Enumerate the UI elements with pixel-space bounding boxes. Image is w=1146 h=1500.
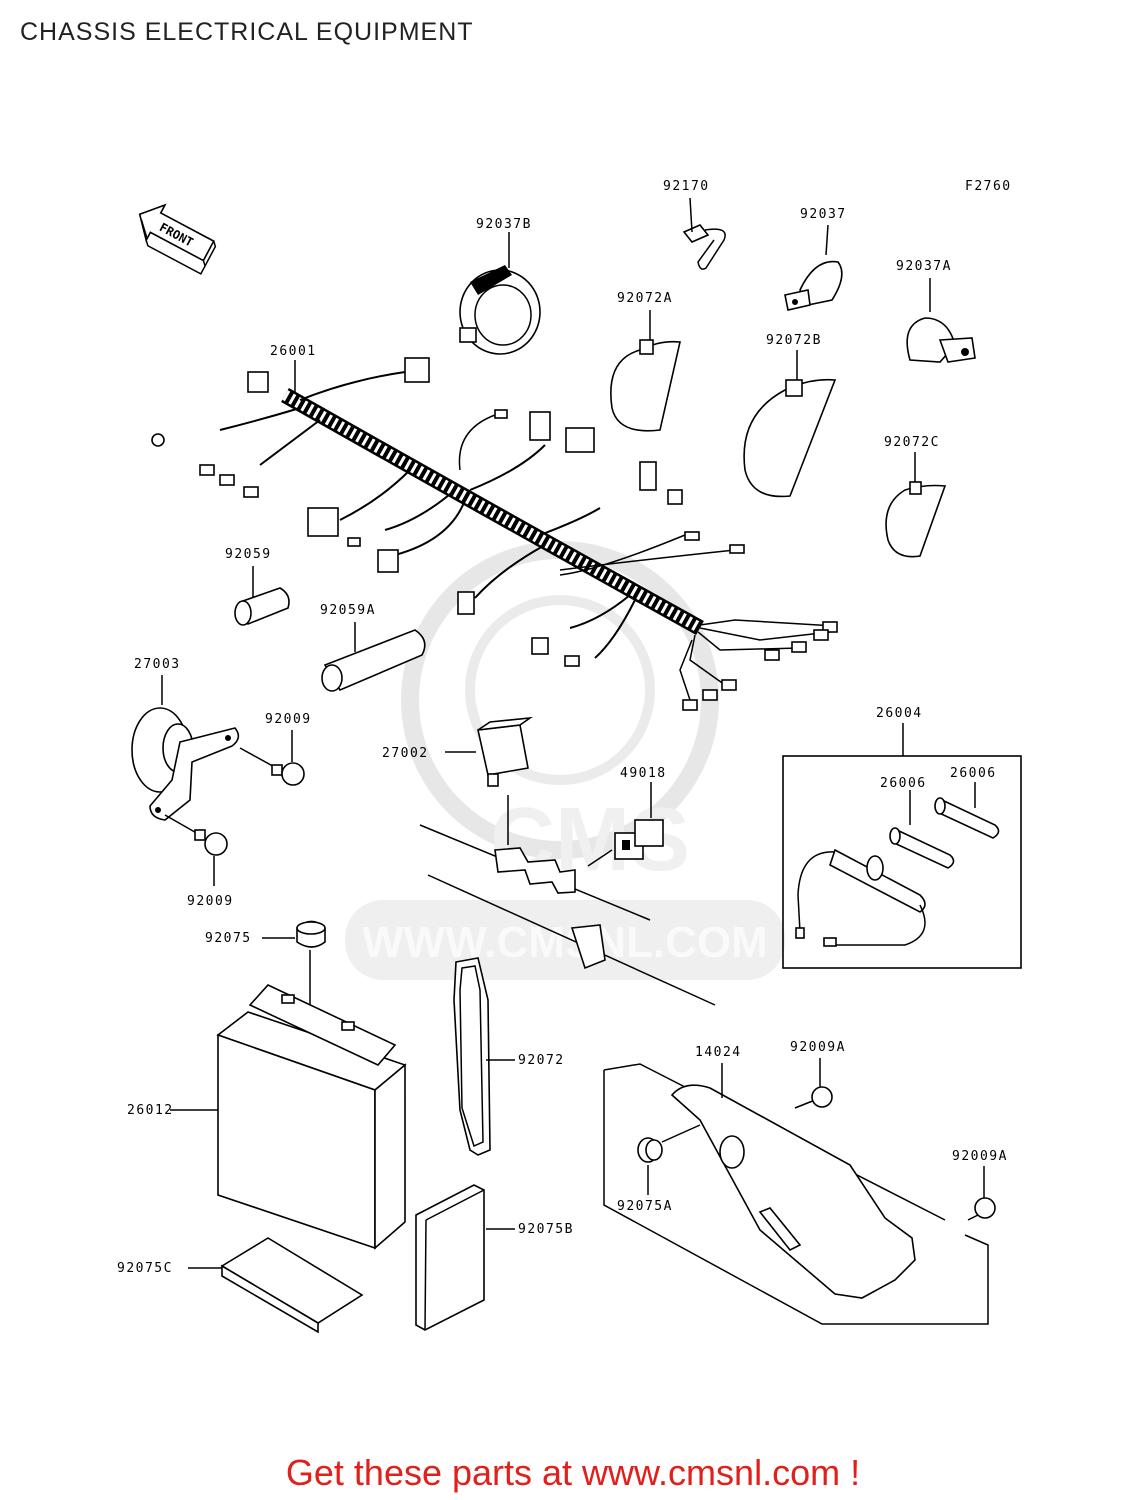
bolt-92009A-lower bbox=[967, 1166, 996, 1221]
label-27003: 27003 bbox=[134, 657, 181, 672]
label-92075B: 92075B bbox=[518, 1222, 574, 1237]
cap-92075 bbox=[262, 920, 326, 1010]
label-49018: 49018 bbox=[620, 766, 667, 781]
bolt-92009A-upper bbox=[794, 1058, 833, 1109]
band-92072C bbox=[885, 452, 947, 558]
connector-49018 bbox=[587, 782, 664, 867]
label-26001: 26001 bbox=[270, 344, 317, 359]
fuse-holder-26004 bbox=[782, 723, 1022, 969]
label-92075C: 92075C bbox=[117, 1261, 173, 1276]
fuse-26006-left bbox=[889, 790, 955, 869]
label-26006-left: 26006 bbox=[880, 776, 927, 791]
label-92037B: 92037B bbox=[476, 217, 532, 232]
label-92072: 92072 bbox=[518, 1053, 565, 1068]
band-92072A bbox=[610, 310, 681, 432]
bolt-92009-upper bbox=[239, 730, 305, 786]
label-92059: 92059 bbox=[225, 547, 272, 562]
clamp-92037 bbox=[784, 224, 843, 311]
front-arrow-icon: FRONT bbox=[138, 203, 217, 275]
label-26004: 26004 bbox=[876, 706, 923, 721]
label-14024: 14024 bbox=[695, 1045, 742, 1060]
label-92009A-upper: 92009A bbox=[790, 1040, 846, 1055]
wiring-harness-26001 bbox=[151, 357, 838, 711]
label-92170: 92170 bbox=[663, 179, 710, 194]
figure-code: F2760 bbox=[965, 179, 1012, 194]
band-clamp-92037B bbox=[459, 232, 541, 355]
label-92072B: 92072B bbox=[766, 333, 822, 348]
sleeve-92059A bbox=[321, 622, 426, 692]
battery-26012 bbox=[170, 984, 407, 1250]
pad-92075B bbox=[415, 1184, 515, 1331]
relay-27002 bbox=[445, 716, 533, 845]
horn-27003 bbox=[131, 675, 240, 821]
sleeve-92059 bbox=[234, 566, 290, 626]
mounting-bracket bbox=[419, 824, 716, 1006]
clip-92170 bbox=[682, 197, 726, 270]
label-92059A: 92059A bbox=[320, 603, 376, 618]
pad-92075C bbox=[188, 1237, 364, 1334]
clamp-92037A bbox=[906, 278, 976, 363]
footer-link[interactable]: Get these parts at www.cmsnl.com ! bbox=[285, 1452, 861, 1493]
bolt-92009-lower bbox=[164, 814, 228, 886]
label-92072A: 92072A bbox=[617, 291, 673, 306]
label-92075: 92075 bbox=[205, 931, 252, 946]
label-92037A: 92037A bbox=[896, 259, 952, 274]
label-92009-lower: 92009 bbox=[187, 894, 234, 909]
battery-case-14024 bbox=[603, 1063, 989, 1325]
label-92072C: 92072C bbox=[884, 435, 940, 450]
label-92075A: 92075A bbox=[617, 1199, 673, 1214]
label-26006-right: 26006 bbox=[950, 766, 997, 781]
label-92009-upper: 92009 bbox=[265, 712, 312, 727]
watermark: WWW.CMSNL.COM CMS bbox=[345, 541, 785, 980]
label-26012: 26012 bbox=[127, 1103, 174, 1118]
grommet-92075A bbox=[637, 1124, 701, 1195]
label-92009A-lower: 92009A bbox=[952, 1149, 1008, 1164]
label-27002: 27002 bbox=[382, 746, 429, 761]
fuse-26006-right bbox=[934, 782, 1000, 839]
strap-92072 bbox=[453, 957, 515, 1156]
page-title: CHASSIS ELECTRICAL EQUIPMENT bbox=[20, 18, 474, 46]
band-92072B bbox=[743, 350, 837, 498]
watermark-text: WWW.CMSNL.COM bbox=[362, 918, 768, 967]
label-92037: 92037 bbox=[800, 207, 847, 222]
